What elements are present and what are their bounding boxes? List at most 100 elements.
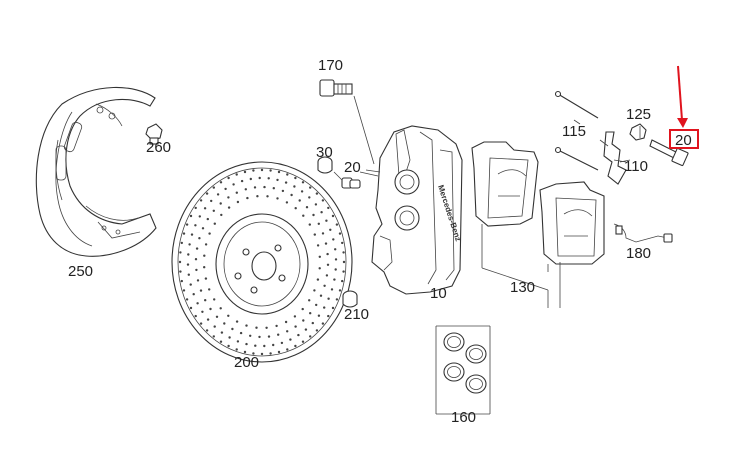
drill-hole (180, 279, 183, 283)
drill-hole (256, 195, 259, 198)
drill-hole (293, 185, 296, 188)
drill-hole (194, 314, 197, 318)
bleed-cap-30-part[interactable] (317, 156, 333, 174)
drill-hole (320, 211, 323, 214)
drill-hole (327, 206, 330, 210)
bleed-screw-20-part[interactable] (341, 171, 379, 189)
drill-hole (327, 297, 330, 300)
drill-hole (314, 203, 318, 206)
drill-hole (286, 330, 289, 333)
drill-hole (206, 318, 210, 321)
drill-hole (325, 274, 329, 277)
label-30: 30 (316, 144, 333, 161)
drill-hole (179, 251, 182, 254)
label-250: 250 (68, 263, 93, 280)
guide-pins-115-part[interactable] (554, 90, 599, 171)
drill-hole (334, 258, 338, 261)
drill-hole (185, 298, 189, 301)
drill-hole (182, 232, 186, 235)
bleed-cap-210-part[interactable] (342, 290, 358, 308)
disc-drill-holes (178, 168, 346, 356)
drill-hole (213, 325, 216, 328)
drill-hole (324, 242, 328, 245)
dust-shield-part[interactable] (35, 86, 157, 257)
label-115: 115 (562, 123, 586, 140)
drill-hole (317, 314, 321, 317)
drill-hole (330, 288, 334, 291)
drill-hole (285, 201, 289, 204)
drill-hole (220, 213, 223, 217)
drill-hole (280, 341, 284, 345)
drill-hole (239, 331, 243, 335)
drill-hole (316, 278, 320, 281)
drill-hole (194, 206, 197, 210)
drill-hole (313, 289, 316, 292)
drill-hole (325, 219, 328, 222)
drill-hole (309, 186, 312, 189)
drill-hole (300, 190, 304, 193)
drill-hole (267, 177, 270, 180)
drill-hole (277, 333, 280, 336)
drill-hole (298, 199, 301, 202)
drill-hole (309, 312, 312, 315)
drill-hole (289, 338, 292, 341)
drill-hole (219, 181, 223, 184)
drill-hole (235, 191, 238, 194)
drill-hole (272, 187, 275, 190)
drill-hole (323, 284, 326, 287)
drill-hole (342, 270, 345, 273)
drill-hole (185, 223, 189, 226)
drill-hole (231, 327, 234, 331)
label-170: 170 (318, 57, 343, 74)
wear-sensor-180-part[interactable] (613, 223, 673, 243)
drill-hole (331, 306, 335, 310)
drill-hole (318, 267, 321, 270)
drill-hole (204, 243, 208, 246)
drill-hole (236, 340, 240, 343)
bolt-125-part[interactable] (629, 123, 647, 141)
drill-hole (341, 241, 344, 245)
drill-hole (186, 263, 190, 266)
caliper-bolt-170-part[interactable] (319, 79, 375, 165)
drill-hole (309, 335, 312, 338)
bolt-20-part[interactable] (649, 139, 689, 167)
drill-hole (315, 303, 318, 307)
drill-hole (205, 329, 209, 332)
drill-hole (277, 350, 281, 354)
drill-hole (305, 206, 309, 209)
drill-hole (249, 334, 252, 337)
drill-hole (286, 173, 289, 176)
brake-pads-130-part[interactable] (471, 141, 605, 308)
drill-hole (308, 196, 311, 199)
drill-hole (224, 187, 227, 191)
drill-hole (258, 335, 261, 339)
drill-hole (190, 233, 194, 236)
bolt-260-part[interactable] (145, 123, 163, 145)
label-20-left: 20 (344, 159, 361, 176)
brake-caliper-part[interactable]: Mercedes-Benz (371, 125, 463, 295)
drill-hole (227, 314, 230, 317)
label-130: 130 (510, 279, 535, 296)
drill-hole (219, 340, 223, 343)
drill-hole (252, 352, 255, 355)
brake-disc-part[interactable] (171, 161, 353, 363)
drill-hole (227, 206, 231, 209)
piston-seals-160-part[interactable] (435, 325, 491, 415)
drill-hole (276, 178, 279, 182)
drill-hole (312, 213, 315, 217)
drill-hole (201, 310, 204, 313)
label-200: 200 (234, 354, 259, 371)
drill-hole (260, 352, 264, 356)
drill-hole (212, 335, 215, 338)
spring-clip-110-part[interactable] (599, 131, 631, 185)
drill-hole (321, 199, 325, 202)
drill-hole (265, 326, 268, 329)
drill-hole (333, 278, 336, 281)
drill-hole (243, 170, 247, 174)
highlight-annotation (669, 65, 699, 149)
label-110: 110 (624, 158, 648, 175)
highlight-arrow-head (677, 118, 688, 128)
drill-hole (301, 181, 305, 184)
drill-hole (297, 333, 300, 337)
drill-hole (189, 283, 192, 286)
